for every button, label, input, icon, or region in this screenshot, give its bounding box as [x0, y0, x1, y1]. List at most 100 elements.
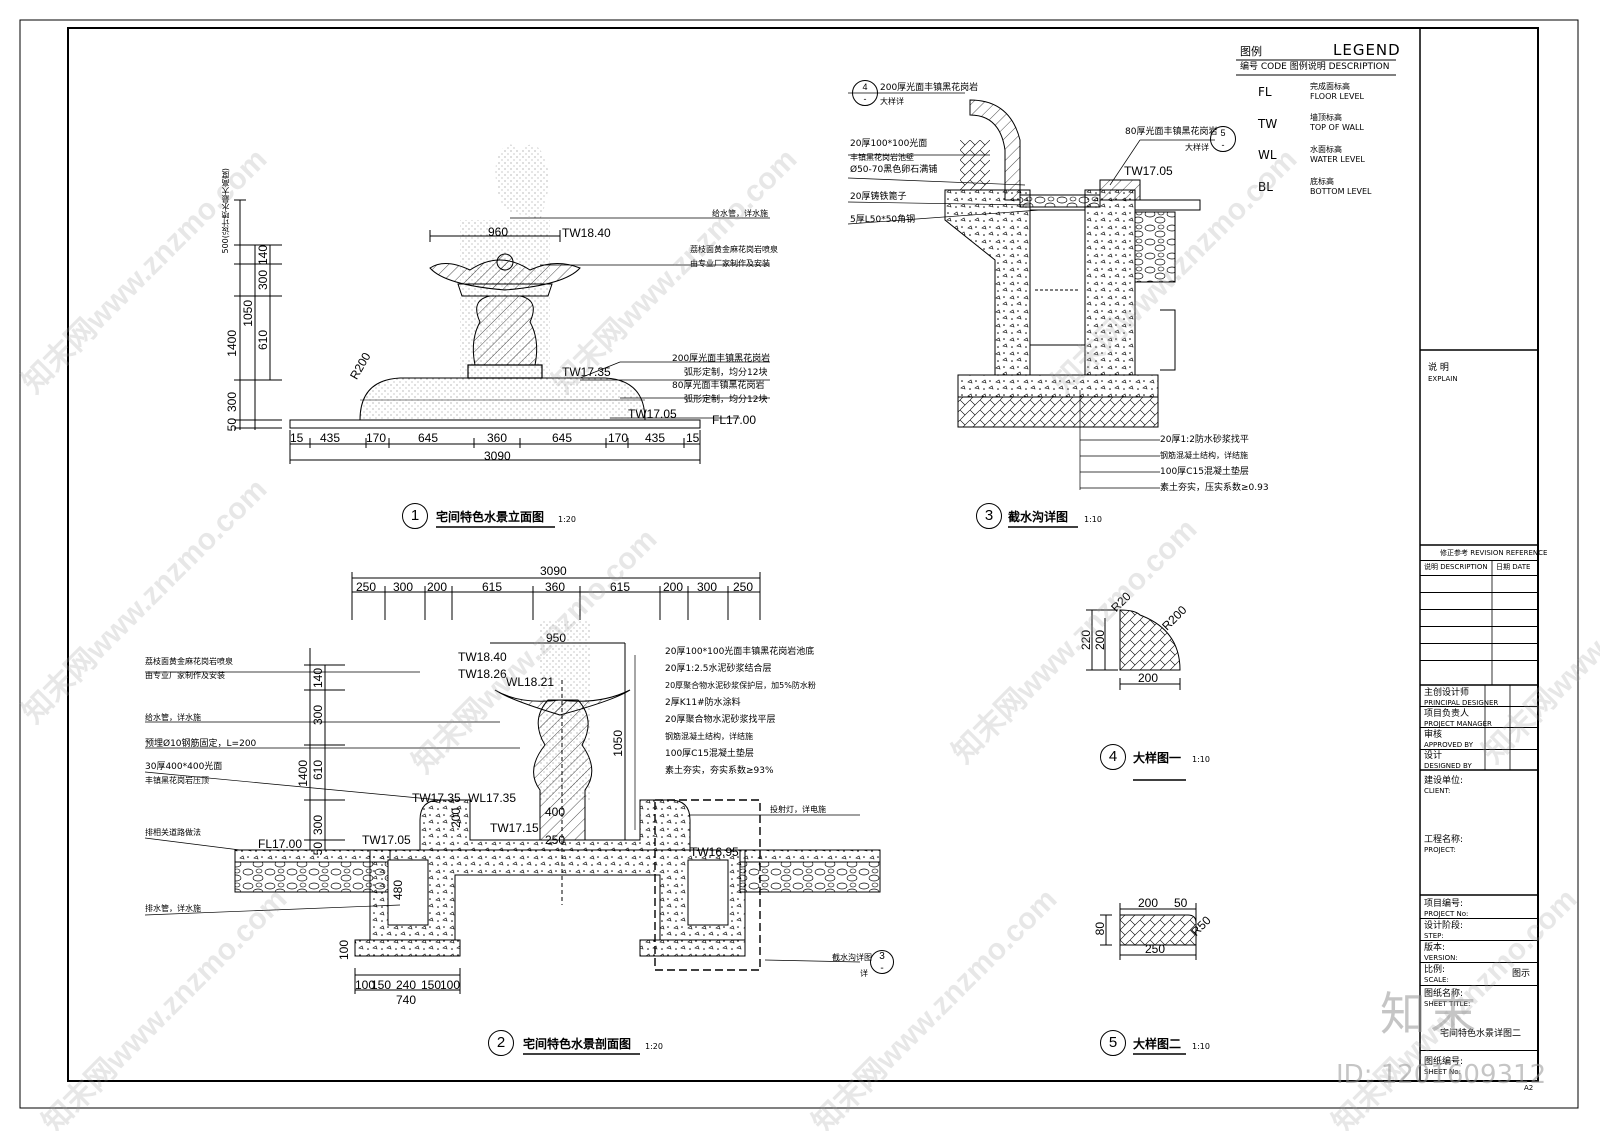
note: 给水管，详水施 — [145, 713, 201, 722]
drawing-scale: 1:20 — [558, 515, 576, 524]
scale-en: SCALE: — [1424, 976, 1449, 984]
drawing-title: 大样图一 — [1133, 751, 1182, 765]
vdim: 1400 — [225, 330, 239, 357]
hdim: 645 — [418, 431, 439, 445]
sheet-title-value: 宅间特色水景详图二 — [1440, 1029, 1522, 1039]
scale-value: 图示 — [1512, 969, 1531, 979]
info-row-line — [1420, 940, 1537, 941]
layer-note: 20厚100*100光面丰镇黑花岗岩池底 — [665, 647, 815, 657]
elev-tw1705: TW17.05 — [1124, 164, 1173, 178]
hdim-250: 250 — [545, 833, 566, 847]
version-en: VERSION: — [1424, 954, 1458, 962]
hdim: 15 — [686, 431, 700, 445]
note: 荔枝面黄金麻花岗岩喷泉 — [145, 657, 233, 666]
legend-code: FL — [1258, 85, 1272, 99]
drawing-title: 宅间特色水景立面图 — [436, 510, 545, 524]
vdim: 1050 — [611, 730, 625, 757]
designed-by-en: DESIGNED BY — [1424, 762, 1472, 770]
legend-en: FLOOR LEVEL — [1310, 92, 1364, 101]
ref-num: 5 — [1220, 128, 1226, 138]
vdim: 140 — [311, 668, 325, 689]
note-fountain: 荔枝面黄金麻花岗岩喷泉 — [690, 245, 778, 254]
legend-title-cn: 图例 — [1240, 45, 1262, 58]
explain-label-en: EXPLAIN — [1428, 375, 1458, 383]
signature-row-line — [1420, 706, 1537, 707]
revision-row-line — [1420, 592, 1537, 593]
hdim: 200 — [663, 580, 684, 594]
vdim: 610 — [311, 760, 325, 781]
legend-en: BOTTOM LEVEL — [1310, 187, 1372, 196]
ref-num: 4 — [862, 82, 868, 92]
total-dim: 3090 — [484, 449, 511, 463]
note: Ø50-70黑色卵石满铺 — [850, 165, 938, 175]
hdim: 300 — [393, 580, 414, 594]
elev-wl1821: WL18.21 — [506, 675, 555, 689]
drain-detail-drawing — [847, 92, 1215, 490]
layer-note: 2厚K11#防水涂料 — [665, 698, 741, 708]
scale-cn: 比例: — [1424, 965, 1446, 975]
bottom-dim: 100 — [440, 978, 461, 992]
info-row-line — [1420, 985, 1537, 986]
vdim: 220 — [1079, 630, 1093, 651]
note: 丰镇黑花岗岩压顶 — [145, 776, 209, 785]
spray-height-note: 500(设计喷水最大高度) — [221, 168, 230, 254]
designed-by-cn: 设计 — [1424, 751, 1443, 761]
note-arc-2: 弧形定制，均分12块 — [684, 395, 768, 405]
elevation-drawing — [234, 144, 770, 464]
layer-note: 钢筋混凝土结构，详结施 — [1160, 451, 1248, 460]
drawing-title: 截水沟详图 — [1008, 510, 1069, 524]
legend-code: TW — [1258, 117, 1278, 131]
hdim: 360 — [487, 431, 508, 445]
note-granite-80: 80厚光面丰镇黑花岗岩 — [672, 381, 765, 391]
drawing-number-circle: 1 — [402, 503, 428, 529]
revision-row-line — [1420, 660, 1537, 661]
vdim: 1400 — [296, 760, 310, 787]
layer-note: 20厚1:2.5水泥砂浆结合层 — [665, 664, 772, 674]
step-cn: 设计阶段: — [1424, 921, 1464, 931]
vdim: 1050 — [241, 300, 255, 327]
layer-note: 素土夯实，夯实系数≥93% — [665, 766, 774, 776]
hdim: 200 — [427, 580, 448, 594]
bottom-dim: 240 — [396, 978, 417, 992]
hdim: 300 — [697, 580, 718, 594]
ref4-note: 200厚光面丰镇黑花岗岩 — [880, 83, 979, 93]
hdim: 360 — [545, 580, 566, 594]
drawing-title: 宅间特色水景剖面图 — [523, 1037, 632, 1051]
hdim: 250 — [356, 580, 377, 594]
drawing-title: 大样图二 — [1133, 1037, 1182, 1051]
hdim: 200 — [1138, 671, 1159, 685]
hdim: 615 — [610, 580, 631, 594]
bottom-dim: 150 — [421, 978, 442, 992]
note: 丰镇黑花岗岩池壁 — [850, 153, 914, 162]
drawing-number-circle: 2 — [488, 1030, 514, 1056]
revision-row-line — [1420, 609, 1537, 610]
client-label-cn: 建设单位: — [1424, 776, 1464, 786]
layer-note: 20厚聚合物水泥砂浆找平层 — [665, 715, 776, 725]
ref-sub: 详 — [860, 969, 868, 978]
principal-designer-en: PRINCIPAL DESIGNER — [1424, 699, 1499, 707]
legend-code: WL — [1258, 148, 1277, 162]
note-manufacturer: 由专业厂家制作及安装 — [690, 259, 770, 268]
client-label-en: CLIENT: — [1424, 787, 1451, 795]
vdim: 610 — [256, 330, 270, 351]
project-no-cn: 项目编号: — [1424, 899, 1464, 909]
legend-title-en: LEGEND — [1333, 41, 1401, 59]
info-row-line — [1420, 1050, 1537, 1051]
legend-header: 编号 CODE 图例说明 DESCRIPTION — [1240, 62, 1390, 72]
hdim: 15 — [290, 431, 304, 445]
elev-tw1715: TW17.15 — [490, 821, 539, 835]
note: 20厚100*100光面 — [850, 139, 928, 149]
vdim: 100 — [337, 940, 351, 961]
sheet-title-en: SHEET TITLE: — [1424, 1000, 1471, 1008]
legend-en: WATER LEVEL — [1310, 155, 1365, 164]
layer-note: 素土夯实，压实系数≥0.93 — [1160, 483, 1269, 493]
drawing-scale: 1:20 — [645, 1042, 663, 1051]
note-granite-200: 200厚光面丰镇黑花岗岩 — [672, 354, 771, 364]
revision-row-line — [1420, 643, 1537, 644]
revision-desc-header: 说明 DESCRIPTION — [1424, 563, 1488, 571]
revision-title: 修正参考 REVISION REFERENCE — [1440, 549, 1548, 557]
note: 20厚铸铁篦子 — [850, 192, 907, 202]
sheet-no-en: SHEET No: — [1424, 1068, 1461, 1076]
vdim: 50 — [225, 418, 239, 432]
hdim: 435 — [320, 431, 341, 445]
